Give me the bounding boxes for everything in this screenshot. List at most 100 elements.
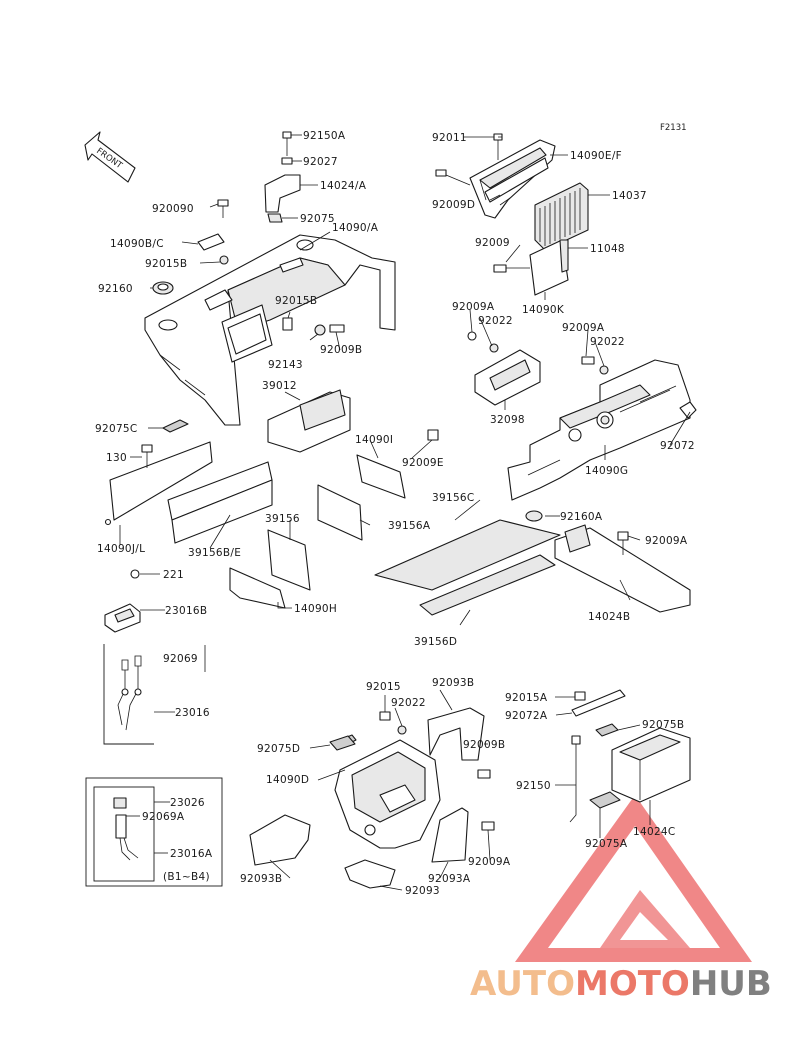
label-b1-b4: (B1~B4) (163, 871, 210, 883)
part-92075c (162, 419, 189, 433)
label-92093b-top: 92093B (432, 677, 474, 689)
label-39156be: 39156B/E (188, 547, 241, 559)
part-14090d (334, 734, 441, 849)
part-14090k (493, 239, 569, 296)
label-92022-2: 92022 (590, 336, 625, 348)
part-14090jl (104, 441, 213, 526)
label-920090: 920090 (152, 203, 194, 215)
part-39156a (317, 484, 363, 541)
part-23016a-box (85, 777, 223, 887)
label-92009b-mid: 92009B (320, 344, 362, 356)
label-92143: 92143 (268, 359, 303, 371)
part-39012 (267, 389, 351, 453)
watermark-logo: AUTOMOTOHUB (470, 795, 772, 1004)
label-221: 221 (163, 569, 184, 581)
label-39156d: 39156D (414, 636, 457, 648)
part-92093b-upper (379, 707, 491, 779)
part-14024c (611, 727, 691, 803)
part-92093a (431, 807, 495, 863)
part-92075a (589, 791, 621, 809)
label-92093b-low: 92093B (240, 873, 282, 885)
label-92009a-2: 92009A (562, 322, 605, 334)
part-labels: 92150A 92027 14024/A 92011 14090E/F 9200… (95, 130, 695, 897)
part-14090ef (435, 133, 556, 219)
label-92009a-3: 92009A (645, 535, 688, 547)
label-14090k: 14090K (522, 304, 565, 316)
part-23016b (104, 569, 141, 633)
part-92150-rod (569, 735, 581, 823)
watermark-auto: AUTO (470, 964, 575, 1004)
label-92009b-low: 92009B (463, 739, 505, 751)
label-92009d: 92009D (432, 199, 475, 211)
part-14037-grille (534, 182, 589, 251)
front-arrow-icon: FRONT (84, 131, 136, 183)
label-92009e: 92009E (402, 457, 444, 469)
label-92022-3: 92022 (391, 697, 426, 709)
part-92072a-strap (571, 689, 626, 717)
label-92015a: 92015A (505, 692, 548, 704)
label-92072: 92072 (660, 440, 695, 452)
label-14024b: 14024B (588, 611, 630, 623)
part-39156 (267, 529, 311, 591)
part-39156d (419, 554, 556, 616)
label-14090jl: 14090J/L (97, 543, 145, 555)
part-14090i (356, 429, 439, 499)
label-92027: 92027 (303, 156, 338, 168)
label-92015: 92015 (366, 681, 401, 693)
label-92160: 92160 (98, 283, 133, 295)
label-14090a: 14090/A (332, 222, 379, 234)
part-92015b-clip (282, 317, 345, 336)
label-14090i: 14090I (355, 434, 393, 446)
label-39156c: 39156C (432, 492, 475, 504)
part-front-fender (144, 234, 396, 426)
label-92093: 92093 (405, 885, 440, 897)
watermark-triangle (515, 795, 752, 962)
label-39156a: 39156A (388, 520, 431, 532)
part-14024b (554, 524, 691, 613)
label-92075: 92075 (300, 213, 335, 225)
label-92160a: 92160A (560, 511, 603, 523)
label-92069: 92069 (163, 653, 198, 665)
part-920090-screw (217, 199, 229, 218)
label-92093a: 92093A (428, 873, 471, 885)
label-14024c: 14024C (633, 826, 676, 838)
label-92011: 92011 (432, 132, 467, 144)
watermark-moto: MOTO (575, 964, 690, 1004)
label-92075b: 92075B (642, 719, 684, 731)
label-92150: 92150 (516, 780, 551, 792)
label-14090g: 14090G (585, 465, 628, 477)
label-92075a: 92075A (585, 838, 628, 850)
label-92075d: 92075D (257, 743, 300, 755)
part-92075-nut (267, 213, 283, 223)
label-92009a-1: 92009A (452, 301, 495, 313)
label-92022-1: 92022 (478, 315, 513, 327)
part-14090g (507, 356, 697, 501)
svg-text:AUTOMOTOHUB: AUTOMOTOHUB (470, 964, 772, 1004)
label-92069a: 92069A (142, 811, 185, 823)
label-92150a: 92150A (303, 130, 346, 142)
part-14024a (264, 131, 301, 213)
label-23016a: 23016A (170, 848, 213, 860)
label-92015b-top: 92015B (145, 258, 187, 270)
label-14024a: 14024/A (320, 180, 367, 192)
label-39012: 39012 (262, 380, 297, 392)
label-92009: 92009 (475, 237, 510, 249)
part-92160a (525, 510, 543, 522)
part-39156be (167, 461, 273, 544)
part-39156c (374, 519, 561, 591)
diagram-code: F2131 (660, 123, 687, 133)
part-92093b-lower (249, 814, 311, 866)
label-11048: 11048 (590, 243, 625, 255)
label-23016b: 23016B (165, 605, 207, 617)
label-23016: 23016 (175, 707, 210, 719)
part-14090bc (197, 233, 229, 265)
label-14090h: 14090H (294, 603, 337, 615)
label-14037: 14037 (612, 190, 647, 202)
label-92072a: 92072A (505, 710, 548, 722)
part-32098 (467, 331, 541, 406)
label-92015b: 92015B (275, 295, 317, 307)
label-14090d: 14090D (266, 774, 309, 786)
part-14090h (229, 567, 286, 609)
label-92075c: 92075C (95, 423, 138, 435)
label-14090bc: 14090B/C (110, 238, 164, 250)
